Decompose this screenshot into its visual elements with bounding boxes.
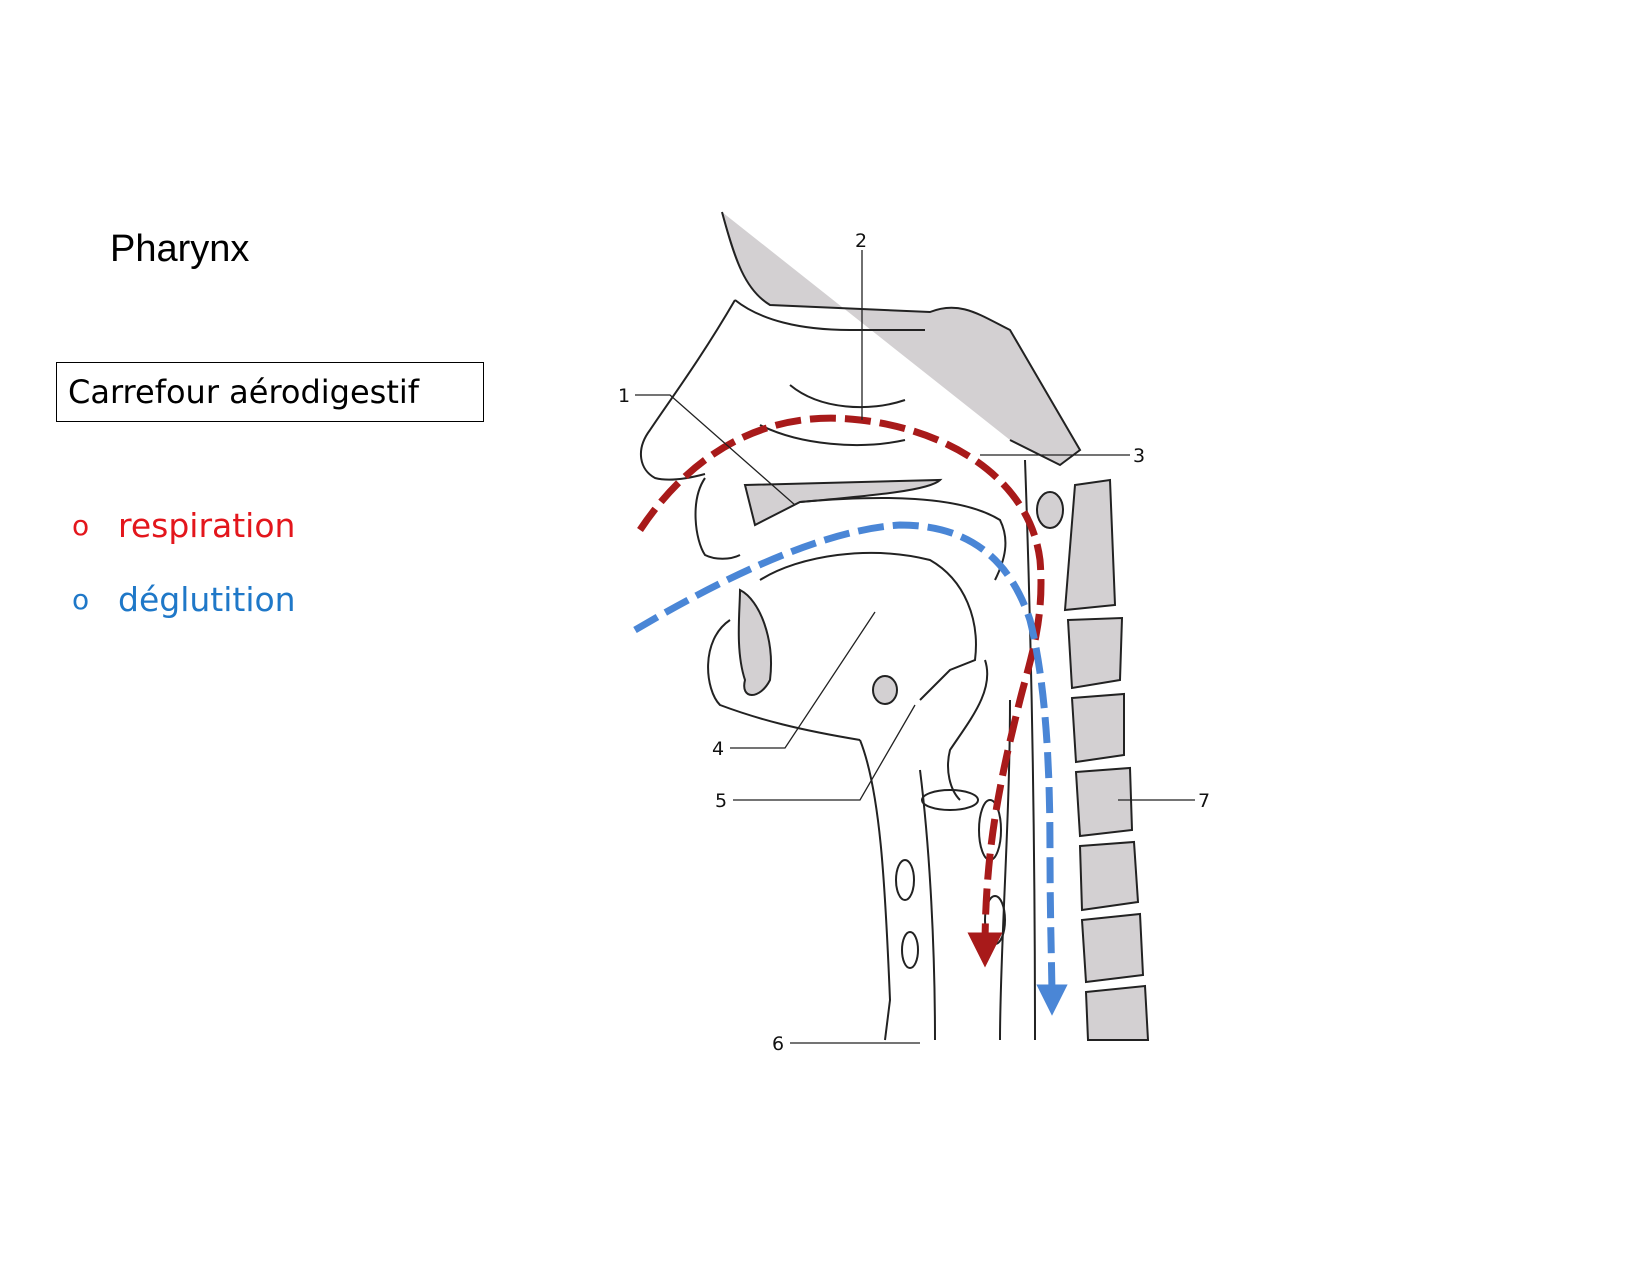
- bullet-marker: o: [72, 582, 90, 616]
- chin: [707, 619, 861, 741]
- topic-box: Carrefour aérodigestif: [56, 362, 484, 422]
- label-5: 5: [715, 790, 727, 812]
- leader-1: [635, 394, 796, 506]
- deglutition-path: [633, 521, 1068, 1016]
- bullet-marker: o: [72, 508, 90, 542]
- diagram-labels: 1 2 3 4 5 6 7: [618, 230, 1210, 1055]
- label-leaders: [635, 250, 1195, 1044]
- vocal-ring: [921, 789, 979, 811]
- topic-box-label: Carrefour aérodigestif: [68, 373, 420, 411]
- slide-title: Pharynx: [110, 228, 250, 270]
- esophagus-wall: [999, 699, 1011, 1041]
- turbinate-upper: [789, 384, 906, 409]
- vertebra-c5: [1074, 766, 1134, 838]
- label-1: 1: [618, 385, 630, 407]
- vertebral-column: [1063, 478, 1150, 1041]
- cartilage-2: [901, 931, 919, 969]
- label-4: 4: [712, 738, 724, 760]
- trachea-wall: [919, 769, 936, 1041]
- nasal-bone: [721, 211, 1082, 467]
- pharynx-posterior-wall: [1024, 459, 1036, 1041]
- bullet-label-deglutition: déglutition: [118, 579, 296, 619]
- vertebra-c6: [1078, 840, 1140, 912]
- turbinate-middle: [759, 424, 906, 446]
- upper-lip: [694, 477, 741, 560]
- nasal-cavity-roof: [734, 299, 925, 331]
- bullet-label-respiration: respiration: [118, 505, 296, 545]
- soft-palate: [799, 497, 1007, 581]
- hyoid-bone: [872, 675, 898, 705]
- label-6: 6: [772, 1033, 784, 1055]
- external-nose: [640, 299, 736, 481]
- bullet-list: o respiration o déglutition: [72, 488, 296, 636]
- leader-4: [730, 611, 876, 749]
- bullet-respiration: o respiration: [72, 488, 296, 562]
- cartilage-1: [895, 859, 915, 901]
- vertebra-c4: [1070, 692, 1125, 764]
- leader-5: [733, 704, 916, 801]
- tongue: [759, 552, 977, 701]
- mandible: [737, 588, 772, 696]
- vertebra-c3: [1066, 616, 1124, 690]
- atlas: [1036, 491, 1064, 529]
- vertebra-c7: [1080, 912, 1145, 984]
- larynx-front: [859, 739, 892, 1041]
- label-3: 3: [1133, 445, 1145, 467]
- anatomy-outline: [640, 211, 1082, 1041]
- vertebra-c2: [1063, 478, 1117, 612]
- vertebra-t1: [1084, 984, 1150, 1041]
- label-2: 2: [855, 230, 867, 252]
- bullet-deglutition: o déglutition: [72, 562, 296, 636]
- epiglottis: [947, 659, 989, 801]
- label-7: 7: [1198, 790, 1210, 812]
- pharynx-sagittal-diagram: 1 2 3 4 5 6 7: [618, 211, 1210, 1055]
